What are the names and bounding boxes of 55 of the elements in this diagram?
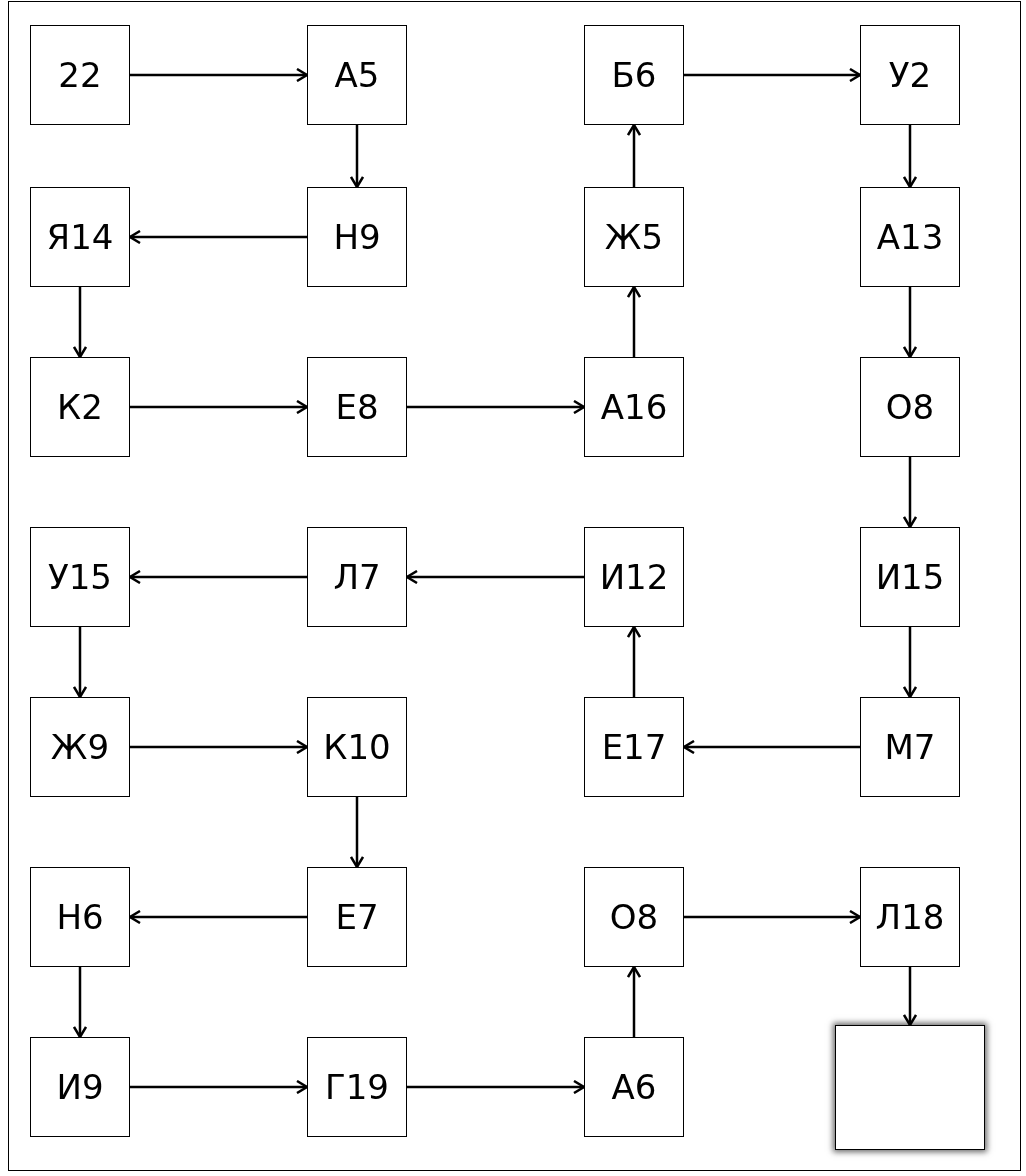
arrow [349, 797, 365, 869]
arrow [349, 125, 365, 189]
letter-number-box: У2 [860, 25, 960, 125]
letter-number-box: А5 [307, 25, 407, 125]
letter-number-box: А13 [860, 187, 960, 287]
arrow [902, 457, 918, 529]
arrow [130, 67, 309, 83]
letter-number-box: И9 [30, 1037, 130, 1137]
letter-number-box: М7 [860, 697, 960, 797]
letter-number-box: Н9 [307, 187, 407, 287]
letter-number-box: Б6 [584, 25, 684, 125]
arrow [682, 739, 860, 755]
letter-number-box: Я14 [30, 187, 130, 287]
arrow [407, 1079, 586, 1095]
arrow [626, 965, 642, 1037]
arrow [407, 399, 586, 415]
letter-number-box: Ж5 [584, 187, 684, 287]
letter-number-box: Ж9 [30, 697, 130, 797]
letter-number-box: Л18 [860, 867, 960, 967]
letter-number-box: Л7 [307, 527, 407, 627]
letter-number-box: А6 [584, 1037, 684, 1137]
letter-number-box: К10 [307, 697, 407, 797]
letter-number-box: У15 [30, 527, 130, 627]
arrow [130, 1079, 309, 1095]
arrow [684, 909, 862, 925]
arrow [902, 125, 918, 189]
letter-number-box: Г19 [307, 1037, 407, 1137]
arrow [128, 909, 307, 925]
letter-number-box: Е7 [307, 867, 407, 967]
arrow [405, 569, 584, 585]
arrow [902, 627, 918, 699]
letter-number-box: Е17 [584, 697, 684, 797]
letter-number-box: И12 [584, 527, 684, 627]
letter-number-box: Н6 [30, 867, 130, 967]
arrow [626, 123, 642, 187]
letter-number-box: И15 [860, 527, 960, 627]
arrow [626, 285, 642, 357]
arrow [902, 967, 918, 1027]
arrow [902, 287, 918, 359]
letter-number-box: 22 [30, 25, 130, 125]
arrow [130, 399, 309, 415]
letter-number-box: Е8 [307, 357, 407, 457]
letter-number-box: А16 [584, 357, 684, 457]
arrow [72, 967, 88, 1039]
arrow [684, 67, 862, 83]
arrow [626, 625, 642, 697]
empty-answer-box [835, 1025, 985, 1150]
arrow [72, 627, 88, 699]
letter-number-box: О8 [860, 357, 960, 457]
arrow [128, 569, 307, 585]
arrow [128, 229, 307, 245]
arrow [72, 287, 88, 359]
letter-number-box: О8 [584, 867, 684, 967]
arrow [130, 739, 309, 755]
letter-number-box: К2 [30, 357, 130, 457]
